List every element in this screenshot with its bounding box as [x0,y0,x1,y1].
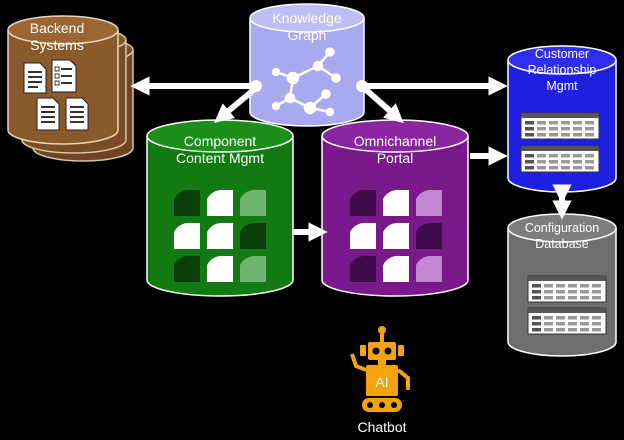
chatbot-label: Chatbot [357,419,406,435]
arrow-kg-to-omnichannel [362,85,404,124]
omnichannel-label-line1: Omnichannel [354,133,437,149]
document-icon [36,97,60,131]
document-icon [65,97,89,131]
knowledge-graph-label-line1: Knowledge [272,10,341,26]
content-tiles-icon [174,189,266,282]
omnichannel-portal-node: Omnichannel Portal [321,119,469,297]
chatbot-ai-badge: AI [375,374,388,390]
checklist-document-icon [51,59,77,93]
backend-label-line1: Backend [30,20,84,36]
component-content-node: Component Content Mgmt [146,119,294,297]
kg-connector-dot-left [250,80,262,92]
data-table-icon [527,275,607,303]
data-table-icon [520,112,600,140]
crm-label-line3: Mgmt [546,79,578,93]
connector-arrows [130,76,572,242]
data-table-icon [527,307,607,335]
config-db-label-line2: Database [535,237,589,251]
backend-label-line2: Systems [30,37,84,53]
component-content-label-line1: Component [184,133,256,149]
omnichannel-label-line2: Portal [377,150,414,166]
backend-systems-node: Backend Systems [7,15,134,162]
kg-connector-dot-right [356,80,368,92]
configuration-database-node: Configuration Database [507,213,617,357]
robot-icon [350,326,410,412]
data-table-icon [520,145,600,173]
knowledge-graph-node: Knowledge Graph [249,3,365,127]
network-graph-icon [271,47,341,117]
content-tiles-icon [350,189,442,282]
customer-relationship-node: Customer Relationship Mgmt [507,45,617,193]
chatbot-node: AI Chatbot [350,326,410,435]
knowledge-graph-label-line2: Graph [288,27,327,43]
crm-label-line2: Relationship [528,63,597,77]
crm-label-line1: Customer [535,47,589,61]
config-db-label-line1: Configuration [525,221,599,235]
document-icon [23,62,47,94]
component-content-label-line2: Content Mgmt [176,150,264,166]
arrow-kg-to-component-content [214,85,258,123]
